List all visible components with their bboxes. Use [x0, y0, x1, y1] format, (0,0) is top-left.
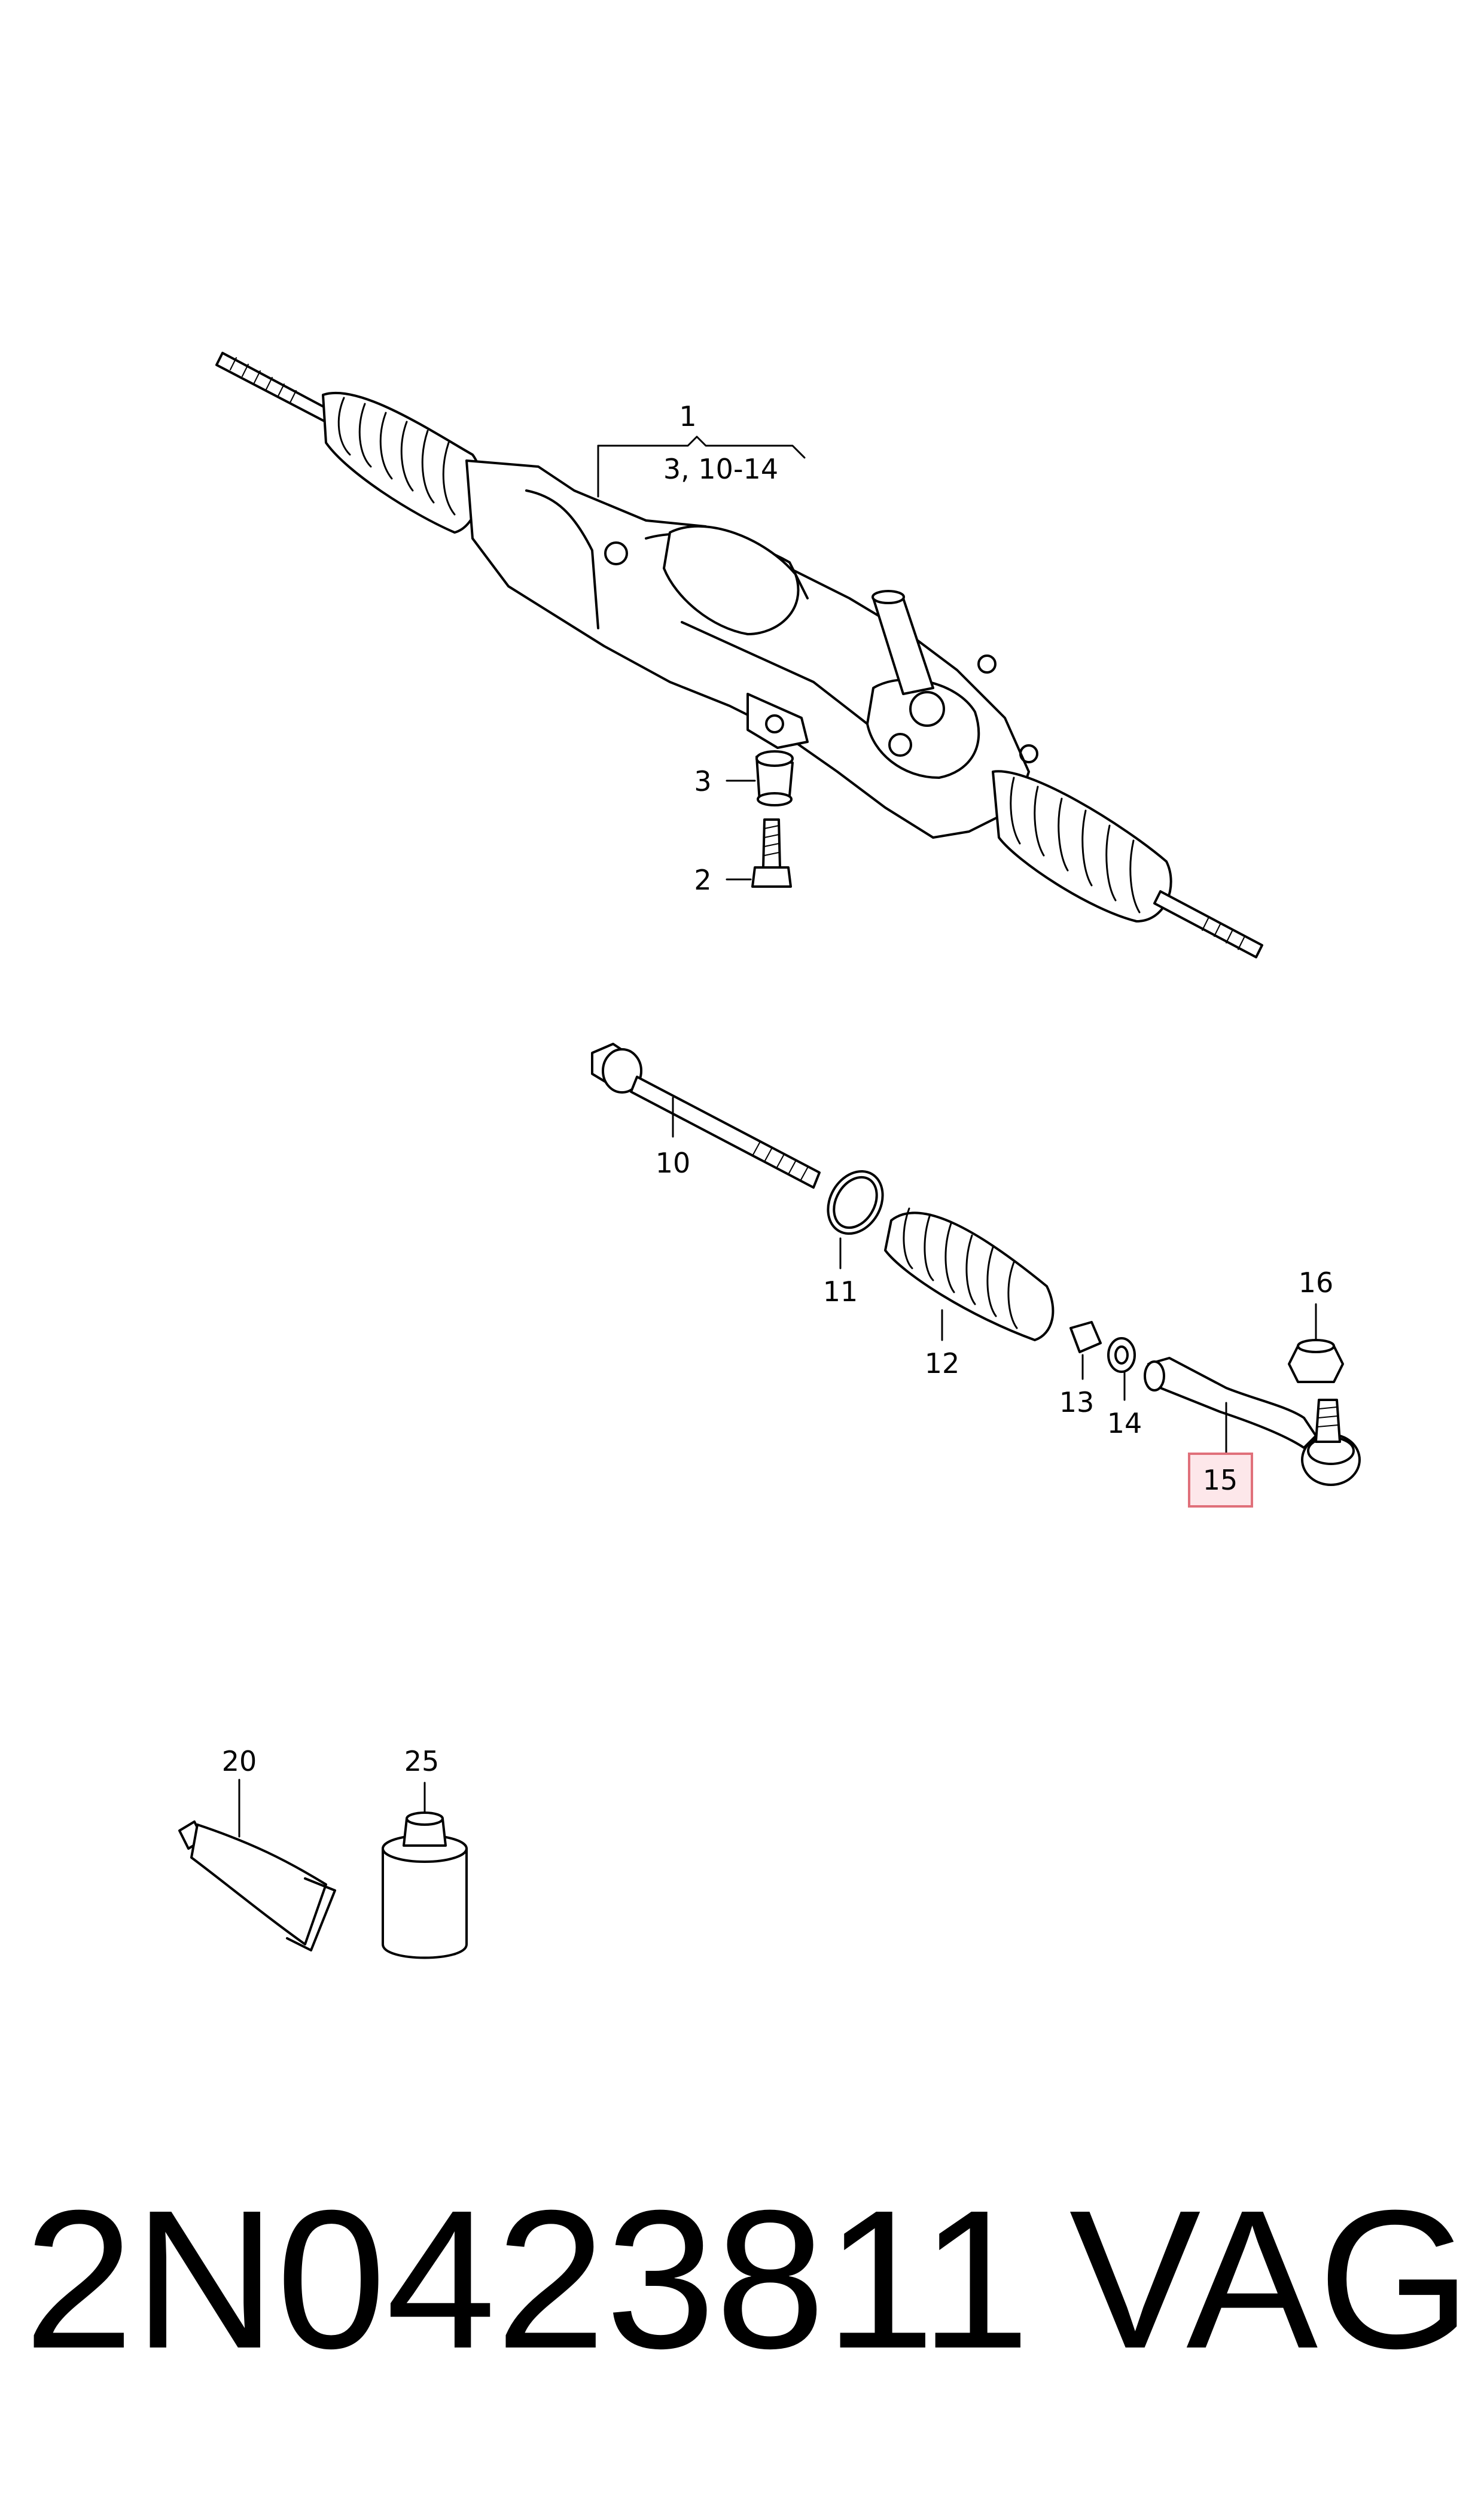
part-12-boot [884, 1207, 1055, 1341]
callout-16: 16 [1299, 1266, 1334, 1299]
callout-14: 14 [1107, 1407, 1142, 1439]
part-2-bolt [726, 818, 792, 888]
part-25-container [382, 1782, 468, 1959]
part-11-clamp [827, 1170, 884, 1269]
part-number: 2N0423811 [24, 2169, 1031, 2389]
part-16-nut [1288, 1303, 1344, 1383]
callout-20: 20 [222, 1745, 257, 1777]
callout-1-range: 3, 10-14 [663, 453, 778, 485]
brand-name: VAG [1069, 2169, 1471, 2389]
callout-3: 3 [694, 765, 711, 797]
part-15-highlight-box [1188, 1453, 1253, 1508]
callout-10: 10 [656, 1147, 691, 1179]
footer: 2N0423811 VAG [24, 2154, 1471, 2405]
part-15-tie-rod-end [1144, 1357, 1361, 1486]
part-14-nut [1107, 1337, 1136, 1401]
part-13-clip [1069, 1321, 1102, 1380]
callout-11: 11 [823, 1275, 858, 1308]
part-10-inner-tie-rod [591, 1043, 821, 1189]
callout-2: 2 [694, 864, 711, 896]
part-20-grease-tube [178, 1779, 336, 1951]
callout-25: 25 [404, 1745, 440, 1777]
callout-1: 1 [679, 400, 696, 433]
steering-rack-assembly [215, 352, 1263, 958]
callout-12: 12 [925, 1347, 960, 1380]
part-3-bushing [726, 750, 794, 806]
callout-13: 13 [1059, 1386, 1095, 1418]
callout-15: 15 [1203, 1464, 1238, 1496]
callout-1-bracket [597, 436, 806, 498]
